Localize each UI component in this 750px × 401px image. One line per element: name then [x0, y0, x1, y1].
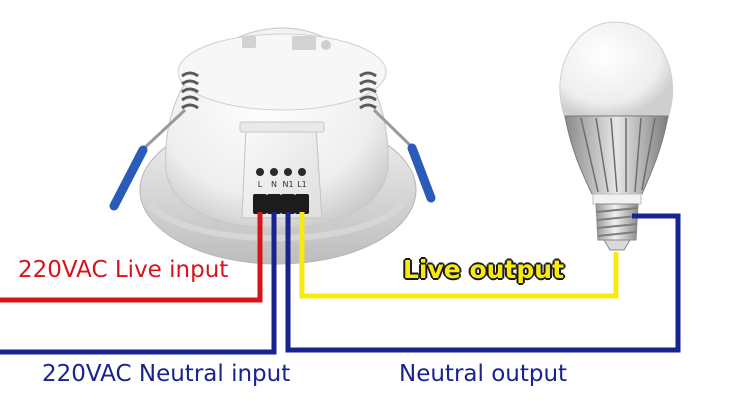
motion-sensor: L N N1 L1: [109, 27, 436, 265]
terminal-screw-hole: [270, 168, 278, 176]
terminal-label-n: N: [271, 180, 277, 189]
clip-tip-left: [109, 145, 148, 211]
terminal-port-l: [253, 194, 267, 214]
terminal-label-l1: L1: [297, 180, 307, 189]
neutral-input-label: 220VAC Neutral input: [42, 361, 291, 387]
wire-live-input: [0, 212, 263, 303]
spring-left: [181, 71, 199, 110]
bulb-tip: [603, 239, 631, 251]
terminal-screw-hole: [284, 168, 292, 176]
top-notch: [242, 36, 256, 48]
clip-tip-right: [407, 143, 436, 203]
wire-neutral-input: [0, 212, 277, 355]
rim-hole: [321, 40, 331, 50]
wire-live-output: [299, 212, 619, 299]
terminal-screw-hole: [256, 168, 264, 176]
terminal-port-n: [267, 194, 281, 214]
top-notch: [292, 36, 316, 50]
bulb-collar: [592, 193, 642, 205]
wire-neutral-output: [285, 212, 681, 353]
spring-right: [359, 71, 377, 110]
terminal-screw-hole: [298, 168, 306, 176]
terminal-port-l1: [295, 194, 309, 214]
neutral-output-label: Neutral output: [399, 361, 568, 387]
live-input-label: 220VAC Live input: [18, 257, 229, 283]
bulb-heatsink: [564, 115, 669, 195]
bulb-glass: [559, 21, 674, 119]
live-output-label: Live output: [403, 255, 565, 284]
terminal-label-n1: N1: [282, 180, 293, 189]
light-bulb: [559, 21, 674, 251]
terminal-label-l: L: [258, 180, 263, 189]
terminal-port-n1: [281, 194, 295, 214]
wiring: [0, 212, 681, 355]
